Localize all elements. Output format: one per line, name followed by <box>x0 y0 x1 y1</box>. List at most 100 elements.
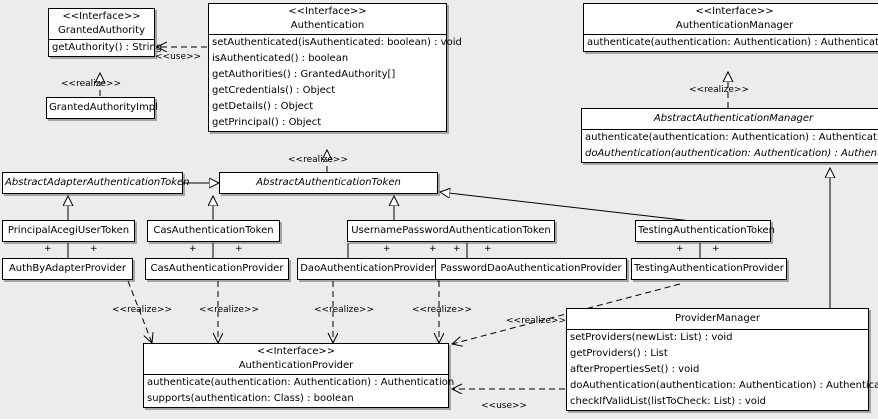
multiplicity-plus: + <box>189 244 197 254</box>
class-header: <<Interface>> GrantedAuthority <box>49 9 154 39</box>
class-name: CasAuthenticationToken <box>153 225 274 236</box>
class-methods: authenticate(authentication: Authenticat… <box>582 129 878 162</box>
multiplicity-plus: + <box>44 244 52 254</box>
class-name: PrincipalAcegiUserToken <box>7 225 130 236</box>
class-name: AuthByAdapterProvider <box>8 263 127 274</box>
method: setProviders(newList: List) : void <box>570 332 733 343</box>
edge-label-realize-password-dao-provider: <<realize>> <box>412 305 472 315</box>
class-name: GrantedAuthority <box>57 25 146 36</box>
class-header: <<Interface>> AuthenticationManager <box>584 4 878 34</box>
edge-label-realize-testing-provider: <<realize>> <box>506 316 566 326</box>
class-username-password-authentication-token[interactable]: UsernamePasswordAuthenticationToken <box>347 220 555 242</box>
class-header: GrantedAuthorityImpl <box>47 98 158 118</box>
multiplicity-plus: + <box>453 244 461 254</box>
class-header: CasAuthenticationToken <box>148 221 279 241</box>
method: checkIfValidList(listToCheck: List) : vo… <box>570 396 767 407</box>
method: getDetails() : Object <box>212 101 314 112</box>
method: authenticate(authentication: Authenticat… <box>147 377 455 388</box>
method: getPrincipal() : Object <box>212 117 322 128</box>
class-name: TestingAuthenticationToken <box>638 225 776 236</box>
edge-label-realize-authentication-token: <<realize>> <box>288 155 348 165</box>
class-auth-by-adapter-provider[interactable]: AuthByAdapterProvider <box>2 258 133 280</box>
class-cas-authentication-provider[interactable]: CasAuthenticationProvider <box>145 258 289 280</box>
method: authenticate(authentication: Authenticat… <box>585 132 878 143</box>
class-name: UsernamePasswordAuthenticationToken <box>351 225 551 236</box>
class-dao-authentication-provider[interactable]: DaoAuthenticationProvider <box>297 258 438 280</box>
method: authenticate(authentication: Authenticat… <box>587 37 878 48</box>
class-abstract-adapter-authentication-token[interactable]: AbstractAdapterAuthenticationToken <box>2 172 190 194</box>
stereotype: <<Interface>> <box>62 11 141 22</box>
class-methods: setProviders(newList: List) : void getPr… <box>567 329 878 410</box>
multiplicity-plus: + <box>712 244 720 254</box>
class-abstract-authentication-manager[interactable]: AbstractAuthenticationManager authentica… <box>581 108 878 163</box>
method: getAuthority() : String <box>52 42 163 53</box>
class-authentication-provider[interactable]: <<Interface>> AuthenticationProvider aut… <box>143 343 455 408</box>
method: supports(authentication: Class) : boolea… <box>147 393 354 404</box>
edge-label-realize-auth-by-adapter: <<realize>> <box>112 305 172 315</box>
class-testing-authentication-provider[interactable]: TestingAuthenticationProvider <box>631 258 787 280</box>
class-header: AbstractAuthenticationManager <box>582 109 878 129</box>
class-name: CasAuthenticationProvider <box>150 263 284 274</box>
class-header: AbstractAdapterAuthenticationToken <box>3 173 190 193</box>
class-granted-authority-impl[interactable]: GrantedAuthorityImpl <box>46 97 158 119</box>
stereotype: <<Interface>> <box>256 346 336 357</box>
class-methods: getAuthority() : String <box>49 39 163 56</box>
class-provider-manager[interactable]: ProviderManager setProviders(newList: Li… <box>566 308 878 411</box>
edge-label-realize-granted-impl: <<realize>> <box>61 79 121 89</box>
class-name: TestingAuthenticationProvider <box>634 263 784 274</box>
class-name: AuthenticationManager <box>675 20 794 31</box>
class-methods: authenticate(authentication: Authenticat… <box>584 34 878 51</box>
method: isAuthenticated() : boolean <box>212 53 349 64</box>
stereotype: <<Interface>> <box>695 6 774 17</box>
class-principal-acegi-user-token[interactable]: PrincipalAcegiUserToken <box>2 220 135 242</box>
class-abstract-authentication-token[interactable]: AbstractAuthenticationToken <box>219 172 438 194</box>
class-header: ProviderManager <box>567 309 868 329</box>
class-name: AbstractAdapterAuthenticationToken <box>5 177 190 188</box>
class-testing-authentication-token[interactable]: TestingAuthenticationToken <box>635 220 776 242</box>
class-header: PrincipalAcegiUserToken <box>3 221 134 241</box>
class-name: PasswordDaoAuthenticationProvider <box>440 263 622 274</box>
class-header: <<Interface>> AuthenticationProvider <box>144 344 448 374</box>
class-name: Authentication <box>290 20 365 31</box>
method-abstract: doAuthentication(authentication: Authent… <box>585 148 878 159</box>
method: afterPropertiesSet() : void <box>570 364 700 375</box>
method: getAuthorities() : GrantedAuthority[] <box>212 69 396 80</box>
class-header: AuthByAdapterProvider <box>3 259 132 279</box>
edge-label-realize-auth-manager: <<realize>> <box>689 85 749 95</box>
multiplicity-plus: + <box>90 244 98 254</box>
multiplicity-plus: + <box>676 244 684 254</box>
class-header: TestingAuthenticationProvider <box>632 259 786 279</box>
edge-label-use-authentication-granted: <<use>> <box>155 52 202 62</box>
class-methods: authenticate(authentication: Authenticat… <box>144 374 455 407</box>
class-password-dao-authentication-provider[interactable]: PasswordDaoAuthenticationProvider <box>435 258 627 280</box>
class-name: ProviderManager <box>674 313 760 324</box>
class-name: GrantedAuthorityImpl <box>49 102 158 113</box>
class-header: TestingAuthenticationToken <box>636 221 776 241</box>
class-header: UsernamePasswordAuthenticationToken <box>348 221 554 241</box>
multiplicity-plus: + <box>484 244 492 254</box>
class-name: AuthenticationProvider <box>238 360 354 371</box>
class-header: CasAuthenticationProvider <box>146 259 288 279</box>
class-header: DaoAuthenticationProvider <box>298 259 437 279</box>
class-granted-authority[interactable]: <<Interface>> GrantedAuthority getAuthor… <box>48 8 163 57</box>
class-authentication-manager[interactable]: <<Interface>> AuthenticationManager auth… <box>583 3 878 52</box>
stereotype: <<Interface>> <box>288 6 367 17</box>
class-name: AbstractAuthenticationToken <box>256 177 401 188</box>
multiplicity-plus: + <box>429 244 437 254</box>
class-name: AbstractAuthenticationManager <box>653 113 814 124</box>
method: doAuthentication(authentication: Authent… <box>570 380 878 391</box>
multiplicity-plus: + <box>383 244 391 254</box>
edge-label-realize-cas-provider: <<realize>> <box>199 305 259 315</box>
class-authentication[interactable]: <<Interface>> Authentication setAuthenti… <box>208 3 462 132</box>
class-methods: setAuthenticated(isAuthenticated: boolea… <box>209 34 462 131</box>
edge-label-use-provider-manager: <<use>> <box>481 401 528 411</box>
edge-label-realize-dao-provider: <<realize>> <box>314 305 374 315</box>
class-header: AbstractAuthenticationToken <box>220 173 437 193</box>
method: getProviders() : List <box>570 348 668 359</box>
class-name: DaoAuthenticationProvider <box>300 263 435 274</box>
multiplicity-plus: + <box>235 244 243 254</box>
class-header: PasswordDaoAuthenticationProvider <box>436 259 626 279</box>
class-header: <<Interface>> Authentication <box>209 4 446 34</box>
class-cas-authentication-token[interactable]: CasAuthenticationToken <box>147 220 280 242</box>
